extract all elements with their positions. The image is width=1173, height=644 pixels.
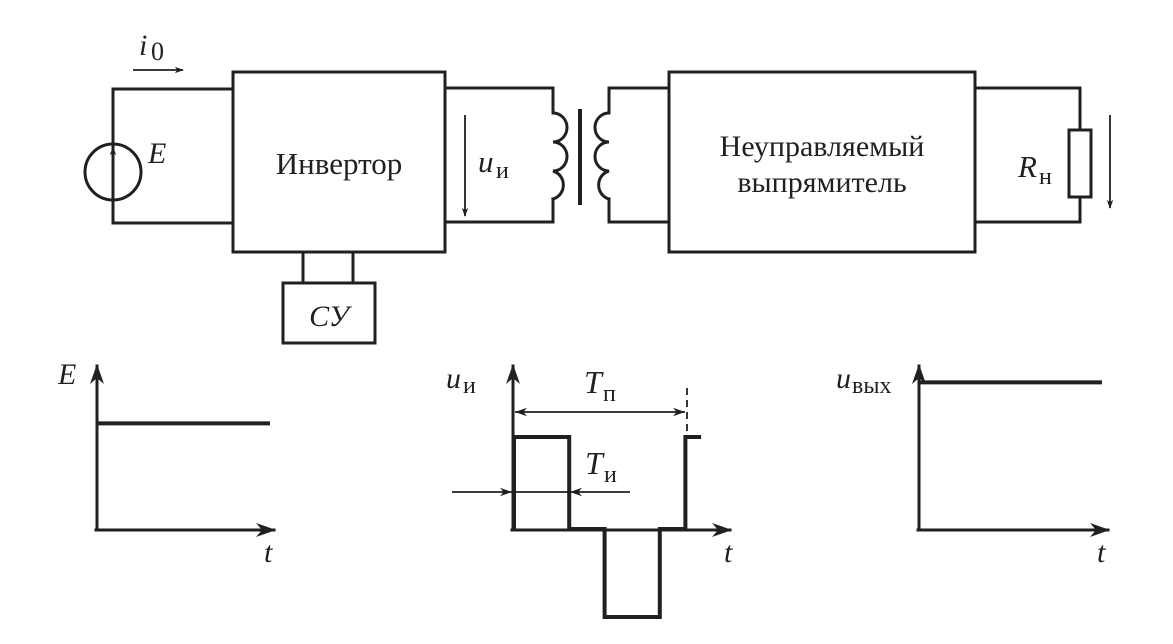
inverter-label: Инвертор [276,146,402,181]
inverter-voltage-label: u [478,144,494,179]
inverter-block: Инвертор [231,70,447,254]
primary-top-wire [443,86,555,115]
plot1-y-label: E [57,358,76,391]
pulse-width-subscript: и [604,462,617,488]
transformer [551,86,671,224]
plot-inverter-voltage: u и T п T и t [446,362,733,619]
load: R н [973,86,1114,224]
rectifier-block: Неуправляемый выпрямитель [667,70,977,254]
control-wires [301,250,355,285]
rectifier-box [667,70,977,254]
resistor-icon [1067,128,1093,199]
plot1-x-label: t [264,536,273,569]
source-wires [111,87,234,225]
control-label: СУ [309,300,353,333]
dc-source: E [83,87,234,225]
load-bottom-wire [973,195,1082,224]
plot3-x-label: t [1097,536,1106,569]
load-label: R [1017,149,1037,184]
plot-source-voltage: E t [57,358,276,569]
current-subscript: 0 [151,37,164,66]
control-unit: СУ [281,250,377,345]
plot-output-voltage: u вых t [836,362,1110,569]
inverter-output: u и [443,86,555,224]
plot2-x-label: t [724,536,733,569]
current-label: i [139,29,147,62]
primary-bottom-wire [443,197,555,224]
rectifier-label-line1: Неуправляемый [720,130,925,163]
secondary-bottom-wire [607,197,671,224]
current-indicator: i 0 [133,29,184,74]
plot2-y-subscript: и [463,373,476,399]
pulse-width-label: T [585,445,605,481]
plot2-y-label: u [446,362,461,395]
plot2-signal-line [512,435,702,619]
inverter-box [231,70,447,254]
plot3-y-label: u [836,362,851,395]
plot3-y-subscript: вых [852,373,891,399]
control-box [281,281,377,345]
load-top-wire [973,86,1082,132]
period-label: T [584,364,604,400]
secondary-top-wire [607,86,671,115]
primary-coil-icon [551,111,569,201]
inverter-voltage-subscript: и [496,158,509,184]
load-subscript: н [1039,164,1052,190]
rectifier-label-line2: выпрямитель [737,166,906,199]
period-subscript: п [603,381,616,407]
source-label: E [147,137,166,170]
secondary-coil-icon [593,111,611,201]
